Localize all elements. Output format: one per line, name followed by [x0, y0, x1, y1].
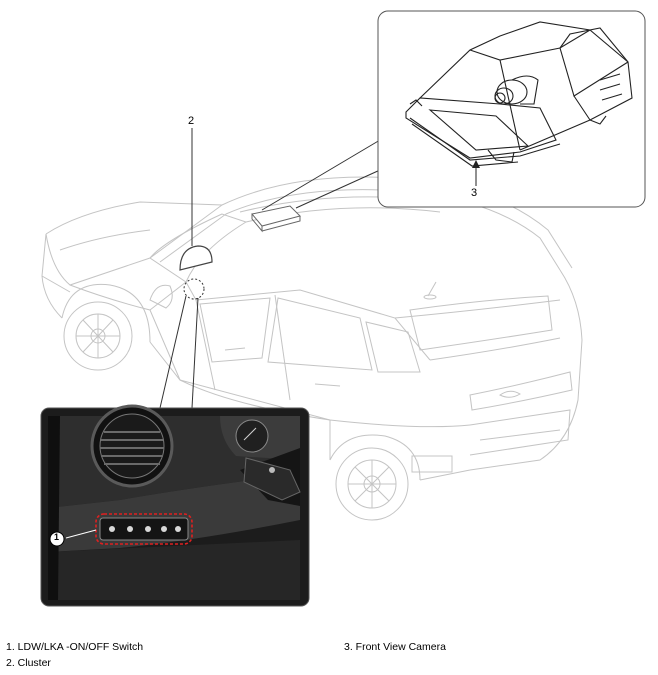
front-view-camera-drawing	[405, 21, 633, 167]
camera-detail-panel	[377, 10, 646, 208]
switch-location-marker	[183, 278, 205, 300]
callout-3-label: 3	[471, 187, 478, 199]
callout-2-label: 2	[188, 115, 195, 127]
legend-item-2: 2. Cluster	[6, 657, 51, 669]
cluster-marker	[179, 245, 213, 271]
car-outline	[41, 176, 583, 521]
vehicle-diagram	[40, 10, 646, 607]
leader-lines	[159, 128, 381, 409]
switch-photo-inset	[40, 404, 310, 607]
legend-item-1: 1. LDW/LKA -ON/OFF Switch	[6, 641, 144, 653]
legend-item-3: 3. Front View Camera	[344, 641, 446, 653]
switch-highlight	[95, 513, 193, 545]
callout-1-marker	[49, 531, 65, 547]
callout-1-label: 1	[54, 532, 60, 542]
